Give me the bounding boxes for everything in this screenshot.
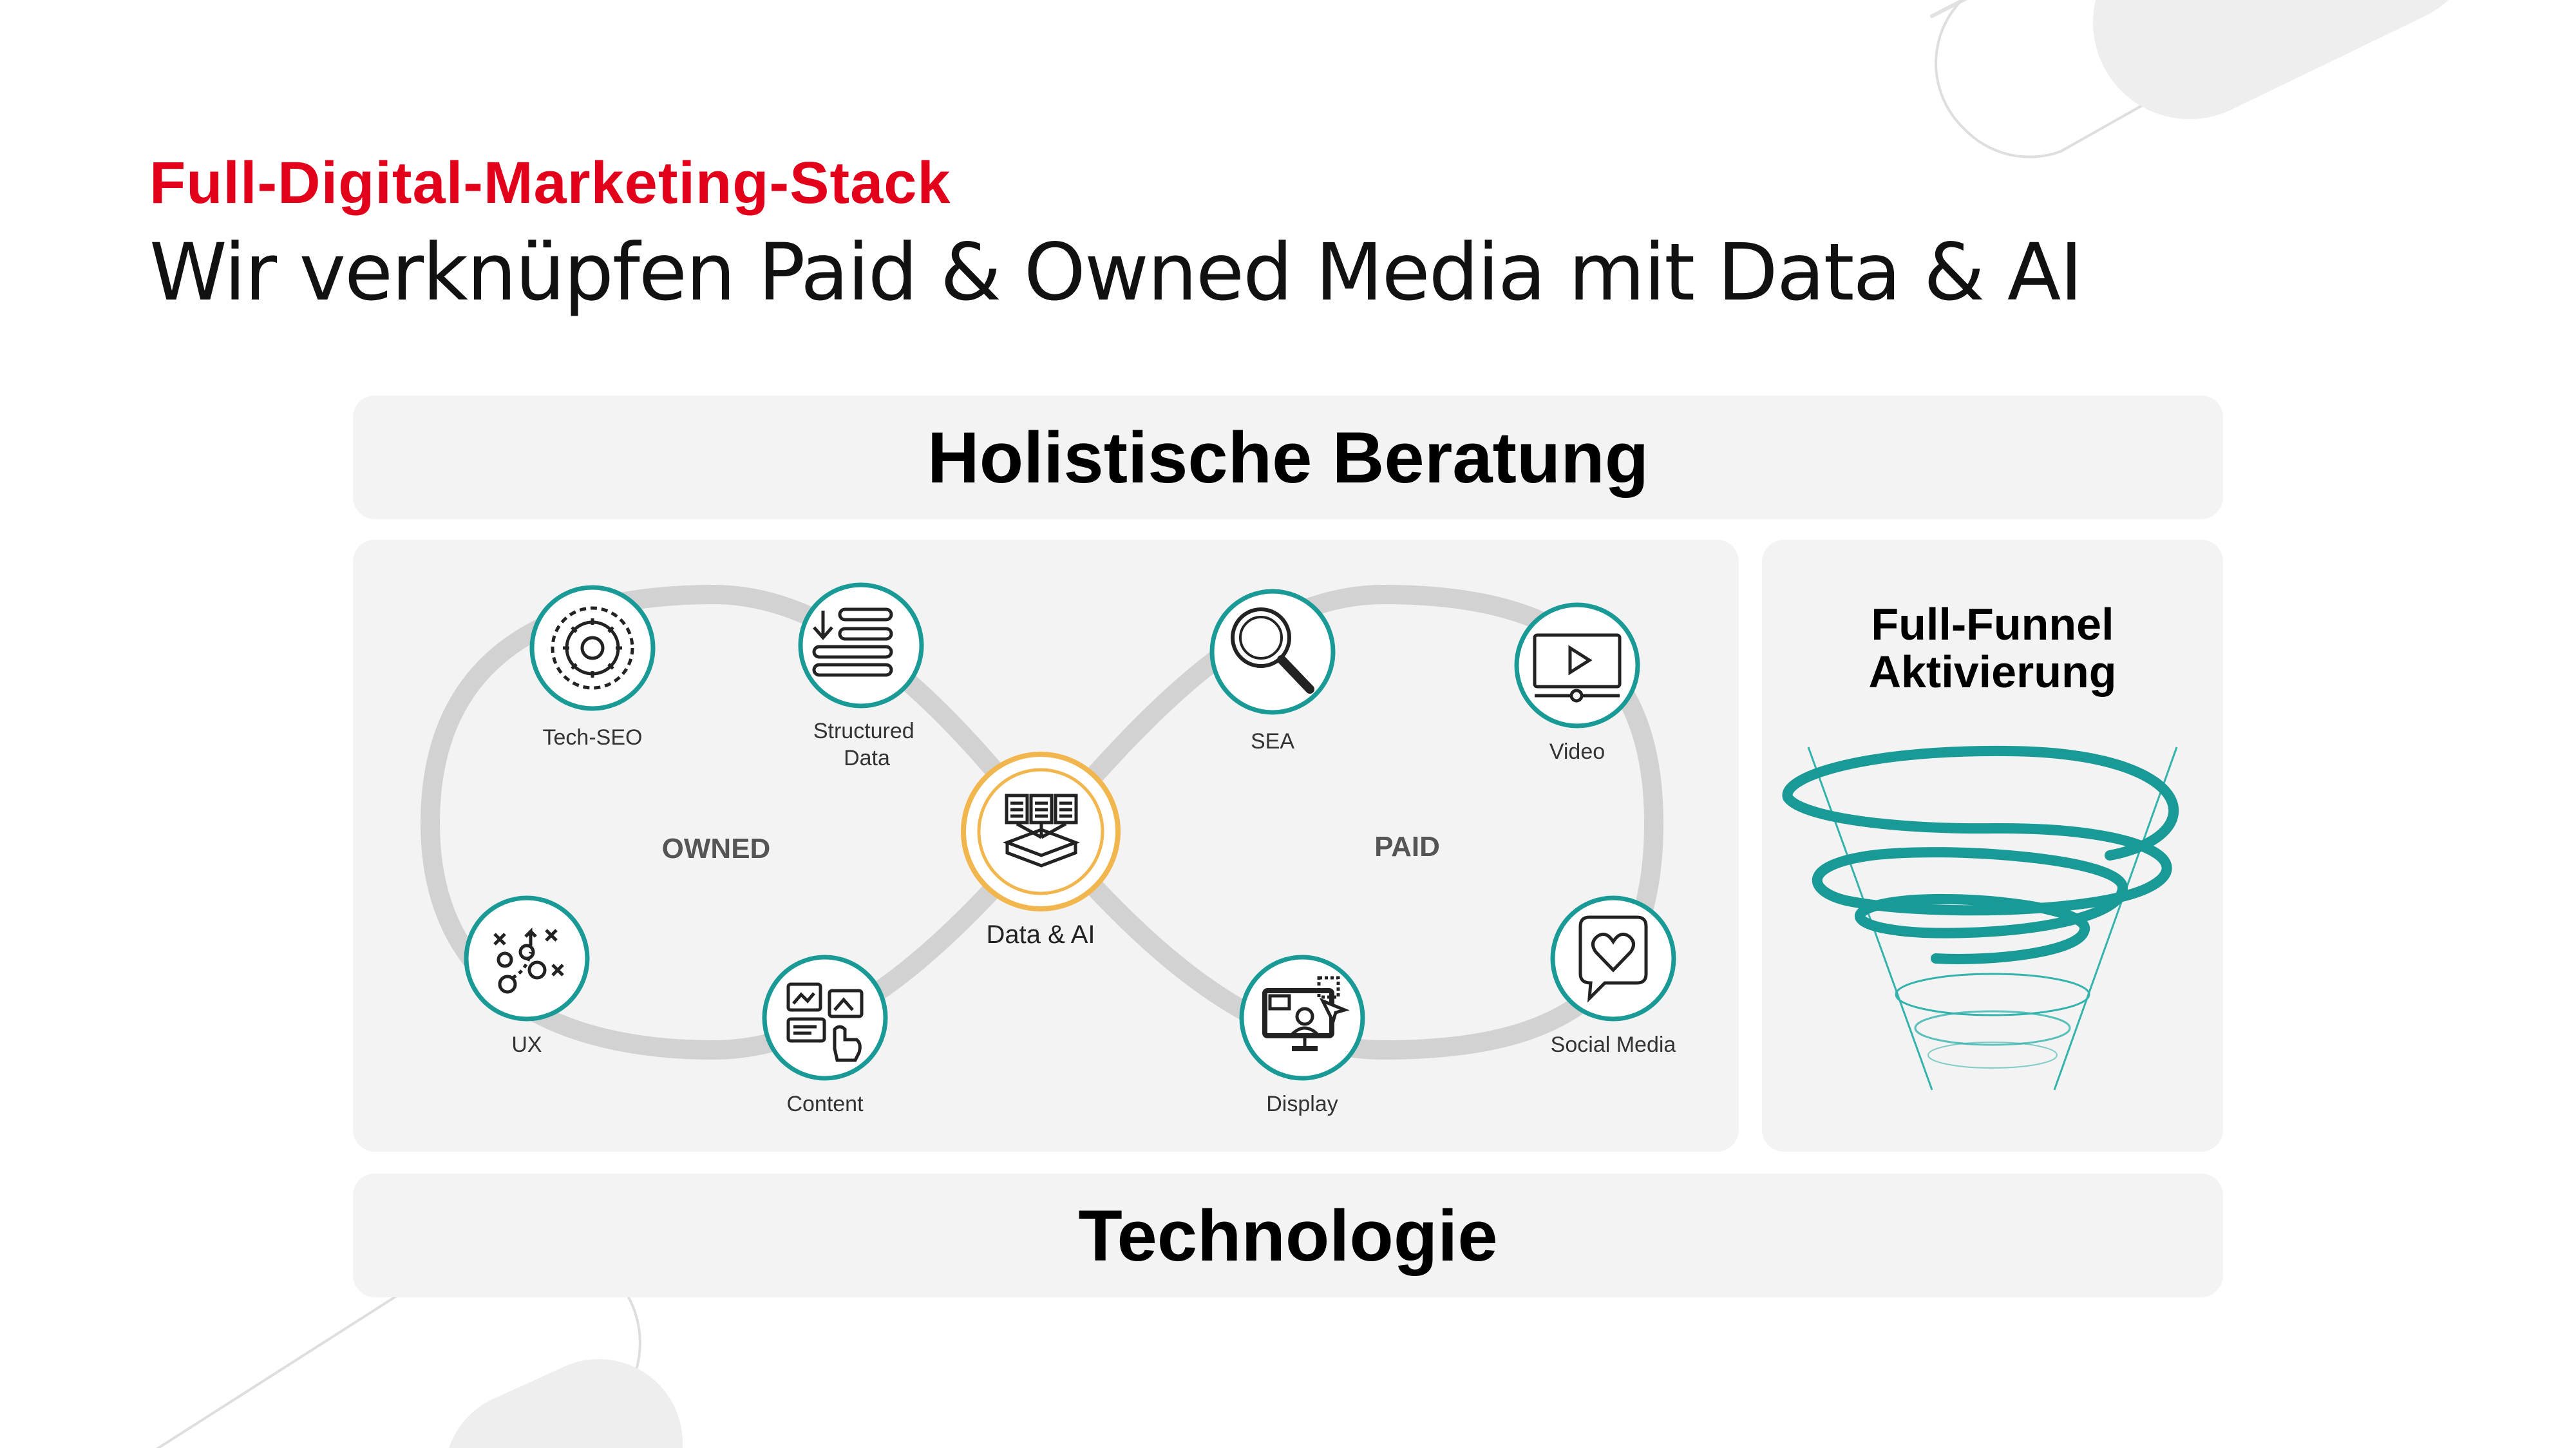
- page-title: Wir verknüpfen Paid & Owned Media mit Da…: [149, 227, 2083, 318]
- magnifier-icon: [1231, 607, 1314, 694]
- data-ai-node: Data & AI: [961, 752, 1121, 949]
- infinity-loop-diagram: OWNED PAID Data & AI: [420, 582, 1676, 1116]
- technology-label: Technologie: [1078, 1195, 1498, 1276]
- node-ux: UX: [464, 895, 590, 1057]
- media-loop-panel: OWNED PAID Data & AI: [353, 540, 1739, 1152]
- node-content: Content: [762, 955, 888, 1116]
- content-icon: [786, 982, 864, 1062]
- heart-chat-icon: [1578, 915, 1648, 1003]
- node-social-media: Social Media: [1550, 895, 1676, 1057]
- holistic-consulting-band: Holistische Beratung: [353, 395, 2223, 519]
- full-funnel-title-line-2: Aktivierung: [1868, 647, 2117, 697]
- node-display: Display: [1239, 955, 1365, 1116]
- node-tech-seo: Tech-SEO: [529, 585, 656, 750]
- technology-band: Technologie: [353, 1174, 2223, 1297]
- full-funnel-title-line-1: Full-Funnel: [1871, 599, 2114, 649]
- holistic-consulting-label: Holistische Beratung: [927, 417, 1649, 498]
- content-label: Content: [786, 1092, 864, 1116]
- data-ai-icon: [1002, 794, 1081, 868]
- full-funnel-panel: Full-Funnel Aktivierung: [1762, 540, 2223, 1152]
- video-label: Video: [1549, 739, 1605, 764]
- owned-label: OWNED: [662, 833, 771, 864]
- display-ad-icon: [1262, 976, 1350, 1051]
- structured-data-icon: [812, 607, 893, 677]
- node-video: Video: [1514, 602, 1640, 764]
- node-structured-data: Structured Data: [798, 582, 924, 770]
- paid-label: PAID: [1374, 831, 1440, 862]
- ux-label: UX: [511, 1033, 542, 1057]
- node-sea: SEA: [1209, 589, 1336, 754]
- social-media-label: Social Media: [1551, 1033, 1676, 1057]
- full-funnel-title: Full-Funnel Aktivierung: [1762, 600, 2223, 696]
- sea-label: SEA: [1251, 729, 1294, 754]
- video-play-icon: [1533, 633, 1622, 703]
- tech-seo-label: Tech-SEO: [543, 725, 643, 750]
- data-ai-label: Data & AI: [987, 920, 1095, 949]
- funnel-spiral-icon: [1782, 745, 2179, 1091]
- gear-icon: [551, 606, 634, 690]
- structured-data-label: Structured Data: [813, 719, 920, 770]
- kicker-title: Full-Digital-Marketing-Stack: [149, 150, 951, 216]
- display-label: Display: [1266, 1092, 1338, 1116]
- ux-strategy-icon: [493, 927, 564, 994]
